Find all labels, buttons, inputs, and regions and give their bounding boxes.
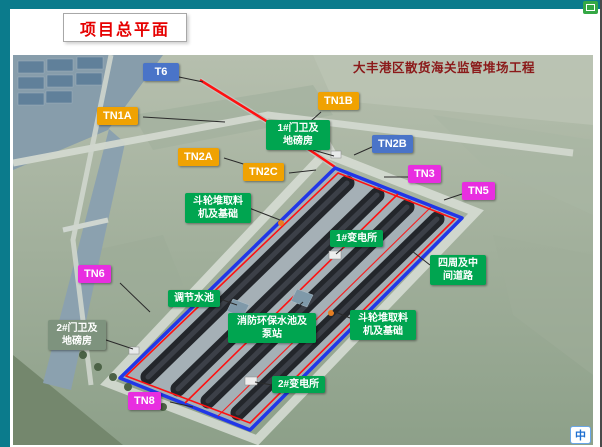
map-label-tn8: TN8 [128,392,161,411]
fish-ponds [17,56,104,106]
window-edge [600,0,602,447]
stacker-machines [278,220,334,316]
map-label-gatehouse-2: 2#门卫及 地磅房 [48,320,106,350]
map-label-substation-2: 2#变电所 [272,376,326,393]
page-title: 项目总平面 [79,21,170,39]
slide-header-box: 项目总平面 [63,13,187,42]
map-label-tn2c: TN2C [243,163,284,182]
screen-share-icon[interactable] [583,1,598,14]
map-label-substation-1: 1#变电所 [330,230,384,247]
buildings [128,150,342,386]
diagram-title: 大丰港区散货海关监管堆场工程 [353,61,536,75]
map-label-tn1b: TN1B [318,92,359,111]
map-label-regulating-pool: 调节水池 [168,290,220,307]
map-label-ring-roads: 四周及中 间道路 [430,255,486,285]
map-label-t6: T6 [143,63,179,82]
screen-share-icon-glyph [586,4,595,11]
coal-piles [140,175,445,421]
trees [79,351,167,411]
map-label-stacker-left: 斗轮堆取料 机及基础 [185,193,251,223]
top-accent-bar [0,0,602,9]
map-label-tn1a: TN1A [97,107,138,126]
map-label-tn2a: TN2A [178,148,219,167]
map-label-tn3: TN3 [408,165,441,184]
map-label-gatehouse-1: 1#门卫及 地磅房 [266,120,330,150]
bridge [62,217,109,233]
left-accent-bar [0,0,10,447]
map-label-fire-pool: 消防环保水池及 泵站 [228,313,316,343]
map-label-tn6: TN6 [78,265,111,284]
ime-indicator[interactable]: 中 [570,426,591,444]
map-label-tn2b: TN2B [372,135,413,154]
map-label-tn5: TN5 [462,182,495,201]
map-label-stacker-right: 斗轮堆取料 机及基础 [350,310,416,340]
